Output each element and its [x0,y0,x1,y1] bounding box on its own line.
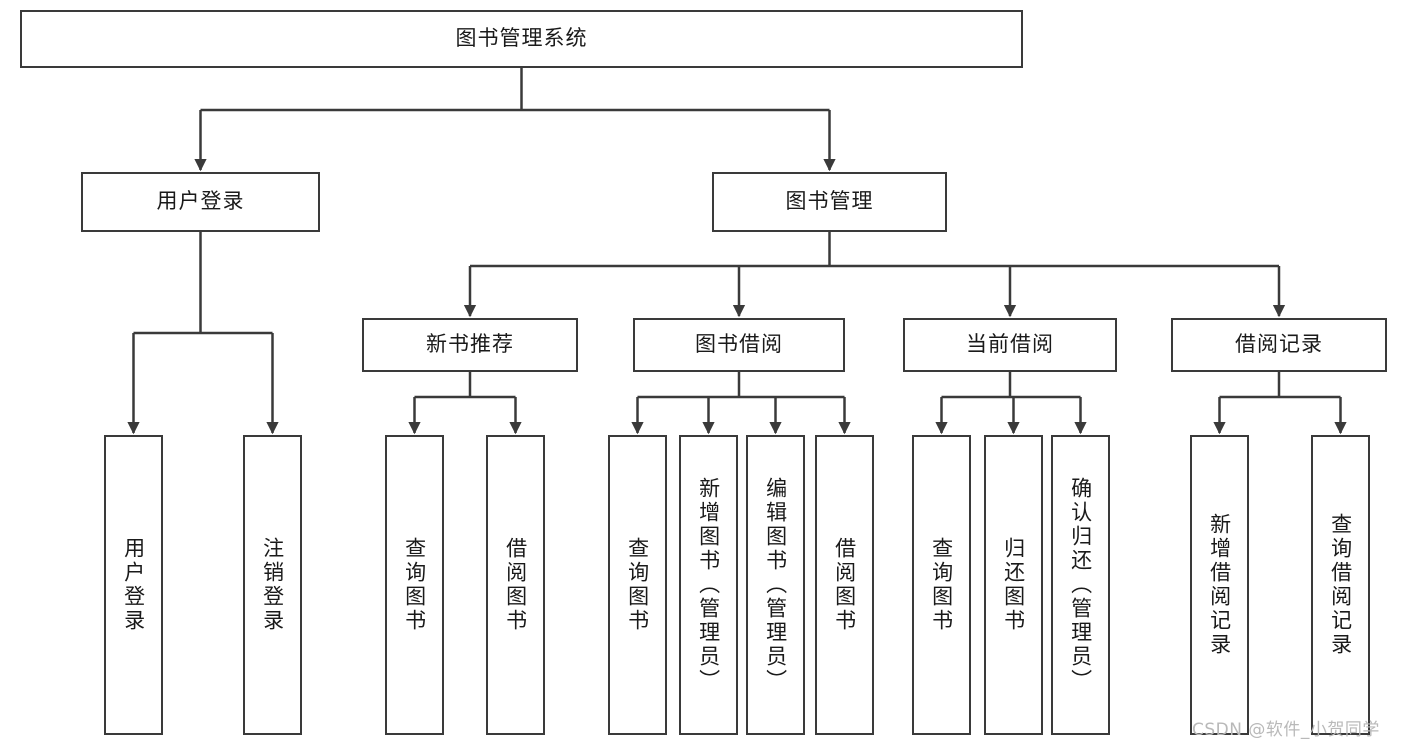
node-leaf-user-login: 用户登录 [104,435,163,735]
node-label: 图书管理 [785,189,874,214]
node-label: 归还图书 [1001,537,1026,633]
node-leaf-r-query: 查询借阅记录 [1311,435,1370,735]
node-label: 新增借阅记录 [1207,513,1232,657]
node-label: 查询图书 [625,537,650,633]
node-label: 借阅记录 [1235,332,1323,357]
node-root: 图书管理系统 [20,10,1023,68]
node-label: 查询借阅记录 [1328,513,1353,657]
node-l2-user: 用户登录 [81,172,320,232]
node-label: 当前借阅 [966,332,1054,357]
node-l3-current: 当前借阅 [903,318,1117,372]
node-leaf-c-query: 查询图书 [912,435,971,735]
node-l3-new: 新书推荐 [362,318,578,372]
node-leaf-b-edit: 编辑图书（管理员） [746,435,805,735]
node-label: 借阅图书 [503,537,528,633]
node-l3-record: 借阅记录 [1171,318,1387,372]
node-leaf-new-query: 查询图书 [385,435,444,735]
node-leaf-user-logout: 注销登录 [243,435,302,735]
node-label: 查询图书 [929,537,954,633]
node-label: 编辑图书（管理员） [763,477,788,693]
node-l3-borrow: 图书借阅 [633,318,845,372]
node-leaf-new-borrow: 借阅图书 [486,435,545,735]
node-label: 新增图书（管理员） [696,477,721,693]
node-leaf-b-query: 查询图书 [608,435,667,735]
node-label: 用户登录 [156,189,245,214]
node-label: 图书管理系统 [455,26,588,51]
node-label: 图书借阅 [695,332,783,357]
node-label: 注销登录 [260,537,285,633]
node-l2-book: 图书管理 [712,172,947,232]
node-leaf-c-return: 归还图书 [984,435,1043,735]
node-leaf-b-borrow: 借阅图书 [815,435,874,735]
watermark: CSDN @软件_小贺同学 [1192,720,1380,740]
node-leaf-r-add: 新增借阅记录 [1190,435,1249,735]
node-leaf-b-add: 新增图书（管理员） [679,435,738,735]
node-leaf-c-confirm: 确认归还（管理员） [1051,435,1110,735]
node-label: 查询图书 [402,537,427,633]
node-label: 新书推荐 [426,332,514,357]
node-label: 借阅图书 [832,537,857,633]
node-label: 确认归还（管理员） [1068,477,1093,693]
node-label: 用户登录 [121,537,146,633]
